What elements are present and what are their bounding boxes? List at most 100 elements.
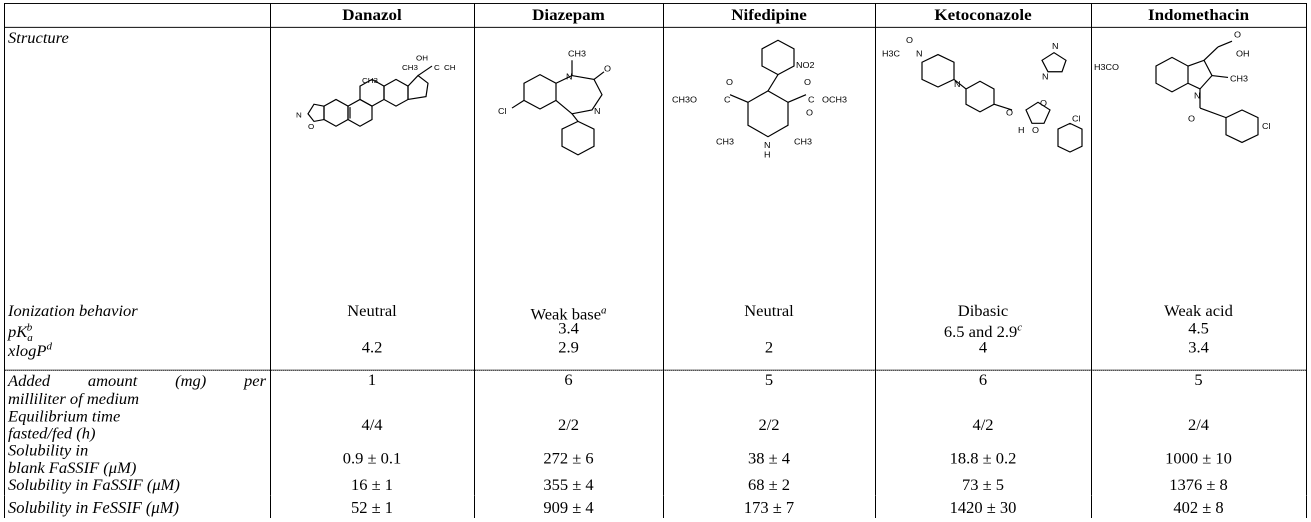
keto-o4: O	[1032, 125, 1039, 135]
nifedipine-structure: NO2 O O CH3O C C OCH3 O CH3 N H CH3	[672, 39, 847, 160]
vrule-4	[875, 3, 876, 496]
cell-xlogp-diazepam: 2.9	[558, 338, 579, 357]
keto-h3c: H3C	[882, 49, 900, 59]
vrule-1	[270, 3, 271, 496]
label-sol-blank-2: blank FaSSIF (μM)	[8, 458, 137, 477]
label-added-2: milliliter of medium	[8, 389, 140, 408]
diazepam-structure: CH3 N O Cl N	[498, 49, 611, 156]
rule-top	[4, 3, 1307, 4]
cell-xlogp-indomethacin: 3.4	[1188, 338, 1209, 357]
danazol-ch3-a: CH3	[402, 63, 418, 72]
cell-pka-diazepam: 3.4	[558, 319, 579, 338]
nifedipine-c2: C	[808, 95, 814, 105]
nifedipine-ch3o: CH3O	[672, 95, 697, 105]
label-sol-fessif: Solubility in FeSSIF (μM)	[8, 498, 179, 517]
cell-xlogp-danazol: 4.2	[361, 338, 383, 357]
label-sol-blank-1: Solubility in	[8, 441, 89, 460]
header-diazepam: Diazepam	[532, 5, 605, 25]
cell-added-nifedipine: 5	[764, 370, 774, 389]
vrule-fe-4	[875, 496, 876, 518]
vrule-fe-0	[4, 496, 5, 518]
nifedipine-n: N	[764, 140, 770, 150]
cell-ionization-nifedipine: Neutral	[744, 301, 794, 321]
nifedipine-o2: O	[804, 77, 811, 87]
cell-equil-indomethacin: 2/4	[1187, 415, 1210, 434]
danazol-o: O	[308, 122, 314, 131]
keto-o: O	[906, 35, 913, 45]
indo-oh: OH	[1236, 49, 1249, 59]
nifedipine-och3: OCH3	[822, 95, 847, 105]
header-nifedipine: Nifedipine	[731, 5, 807, 25]
cell-added-diazepam: 6	[564, 370, 573, 389]
cell-added-danazol: 1	[367, 370, 377, 389]
cell-solfassif-diazepam: 355 ± 4	[543, 475, 594, 494]
cell-xlogp-nifedipine: 2	[764, 338, 774, 357]
cell-equil-ketoconazole: 4/2	[972, 415, 994, 434]
indo-cl: Cl	[1262, 121, 1271, 131]
label-sol-fassif: Solubility in FaSSIF (μM)	[8, 475, 180, 494]
vrule-5	[1091, 3, 1092, 496]
rule-dotted	[4, 369, 1307, 371]
cell-equil-nifedipine: 2/2	[758, 415, 780, 434]
indomethacin-structure: O OH H3CO CH3 N O Cl	[1094, 30, 1271, 144]
label-equil-1: Equilibrium time	[8, 406, 121, 426]
cell-solfessif-nifedipine: 173 ± 7	[743, 498, 795, 517]
cell-solfassif-nifedipine: 68 ± 2	[747, 475, 791, 494]
label-added-1: Added amount (mg) per	[8, 371, 266, 390]
diazepam-o: O	[604, 64, 611, 74]
keto-h: H	[1018, 125, 1024, 135]
cell-solblank-nifedipine: 38 ± 4	[747, 448, 791, 468]
row-fessif: Solubility in FeSSIF (μM) 52 ± 1 909 ± 4…	[4, 496, 1307, 518]
keto-o3: O	[1040, 98, 1047, 108]
cell-pka-ketoconazole: 6.5 and 2.9c	[943, 321, 1023, 341]
keto-n1: N	[916, 49, 922, 59]
danazol-n: N	[296, 111, 302, 120]
vrule-3	[663, 3, 664, 496]
vrule-2	[474, 3, 475, 496]
cell-solfessif-indomethacin: 402 ± 8	[1173, 498, 1224, 517]
cell-solfassif-indomethacin: 1376 ± 8	[1169, 475, 1228, 494]
cell-xlogp-ketoconazole: 4	[978, 338, 988, 357]
cell-equil-danazol: 4/4	[361, 415, 383, 434]
cell-ionization-indomethacin: Weak acid	[1164, 301, 1233, 321]
cell-added-ketoconazole: 6	[978, 370, 988, 389]
vrule-fe-5	[1091, 496, 1092, 518]
indo-o2: O	[1188, 114, 1195, 124]
danazol-oh: OH	[416, 53, 428, 62]
cell-equil-diazepam: 2/2	[557, 415, 580, 434]
nifedipine-no2: NO2	[796, 60, 815, 70]
vrule-fe-2	[474, 496, 475, 518]
danazol-structure: OH CH3 C CH CH3 N O	[296, 53, 456, 131]
vrule-fe-3	[663, 496, 664, 518]
cell-solfessif-ketoconazole: 1420 ± 30	[949, 498, 1017, 517]
cell-solblank-ketoconazole: 18.8 ± 0.2	[949, 448, 1017, 468]
cell-pka-indomethacin: 4.5	[1188, 319, 1209, 338]
cell-ionization-ketoconazole: Dibasic	[957, 301, 1009, 321]
label-ionization: Ionization behavior	[8, 301, 138, 321]
diazepam-ch3: CH3	[568, 49, 586, 59]
indo-h3co: H3CO	[1094, 62, 1119, 72]
cell-solfessif-danazol: 52 ± 1	[350, 498, 394, 517]
header-danazol: Danazol	[342, 5, 402, 25]
nifedipine-o3: O	[806, 108, 813, 118]
indo-ch3: CH3	[1230, 73, 1248, 83]
label-xlogp: xlogPd	[8, 341, 52, 360]
solubility-table: Danazol Diazepam Nifedipine Ketoconazole…	[4, 3, 1307, 496]
danazol-ch3-b: CH3	[362, 76, 378, 85]
cell-solfassif-danazol: 16 ± 1	[350, 475, 394, 494]
cell-solblank-danazol: 0.9 ± 0.1	[342, 448, 402, 468]
diazepam-cl: Cl	[498, 106, 507, 116]
nifedipine-o1: O	[726, 77, 733, 87]
keto-n4: N	[1042, 72, 1048, 82]
danazol-c: C	[434, 63, 440, 72]
ketoconazole-structure: O H3C N N N N O O O H Cl	[882, 35, 1083, 153]
keto-n2: N	[954, 79, 960, 89]
keto-n3: N	[1052, 41, 1058, 51]
keto-o2: O	[1006, 108, 1013, 118]
vrule-0	[4, 3, 5, 496]
cell-added-indomethacin: 5	[1194, 370, 1203, 389]
cell-solfessif-diazepam: 909 ± 4	[543, 498, 594, 517]
nifedipine-c1: C	[724, 95, 730, 105]
nifedipine-ch3-a: CH3	[716, 137, 734, 147]
diazepam-n1: N	[566, 72, 572, 82]
